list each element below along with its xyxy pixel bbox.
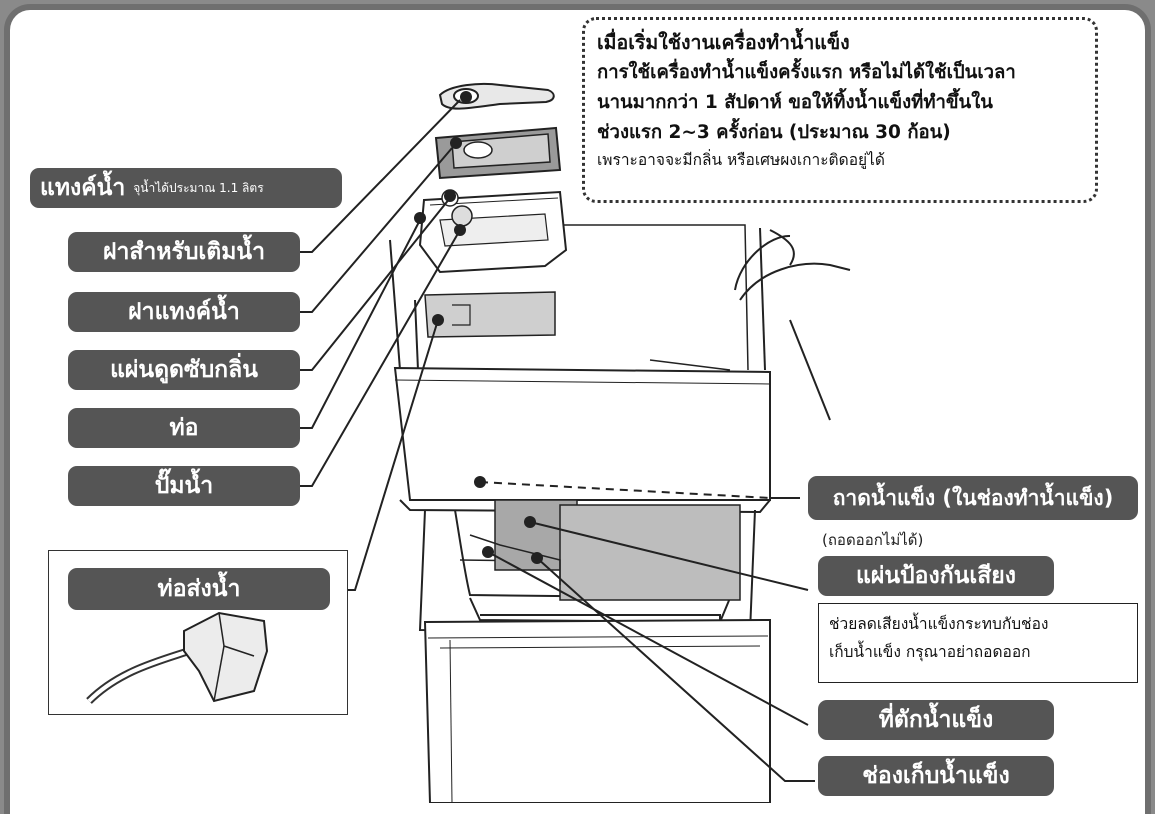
label-tank-lid: ฝาแทงค์น้ำ — [68, 292, 300, 332]
marker-ice-tray — [474, 476, 486, 488]
label-ice-scoop: ที่ตักน้ำแข็ง — [818, 700, 1054, 740]
label-feed-pipe: ท่อส่งน้ำ — [68, 568, 330, 610]
note-footnote: เพราะอาจจะมีกลิ่น หรือเศษผงเกาะติดอยู่ได… — [597, 151, 885, 169]
note-title: เมื่อเริ่มใช้งานเครื่องทำน้ำแข็ง — [597, 31, 850, 54]
note-line: ช่วงแรก 2~3 ครั้งก่อน (ประมาณ 30 ก้อน) — [597, 122, 951, 143]
label-ice-tray: ถาดน้ำแข็ง (ในช่องทำน้ำแข็ง) — [808, 476, 1138, 520]
sound-damper-note: ช่วยลดเสียงน้ำแข็งกระทบกับช่อง เก็บน้ำแข… — [818, 603, 1138, 683]
ice-tray-note: (ถอดออกไม่ได้) — [822, 531, 924, 549]
marker-feed-pipe — [432, 314, 444, 326]
note-line: การใช้เครื่องทำน้ำแข็งครั้งแรก หรือไม่ได… — [597, 62, 1016, 83]
marker-pump — [454, 224, 466, 236]
damper-note-line: ช่วยลดเสียงน้ำแข็งกระทบกับช่อง — [829, 615, 1049, 633]
label-pump: ปั๊มน้ำ — [68, 466, 300, 506]
label-water-tank: แทงค์น้ำ จุน้ำได้ประมาณ 1.1 ลิตร — [30, 168, 342, 208]
marker-deodorizer — [444, 190, 456, 202]
label-sound-damper: แผ่นป้องกันเสียง — [818, 556, 1054, 596]
label-deodorizer: แผ่นดูดซับกลิ่น — [68, 350, 300, 390]
label-water-tank-capacity: จุน้ำได้ประมาณ 1.1 ลิตร — [133, 180, 264, 195]
marker-pipe — [414, 212, 426, 224]
note-line: นานมากกว่า 1 สัปดาห์ ขอให้ทิ้งน้ำแข็งที่… — [597, 92, 993, 113]
damper-note-line: เก็บน้ำแข็ง กรุณาอย่าถอดออก — [829, 643, 1031, 661]
marker-tank-lid — [460, 91, 472, 103]
label-ice-bin: ช่องเก็บน้ำแข็ง — [818, 756, 1054, 796]
label-pipe: ท่อ — [68, 408, 300, 448]
marker-refill-lid — [450, 137, 462, 149]
feed-pipe-illustration — [86, 611, 269, 704]
label-water-tank-text: แทงค์น้ำ — [40, 175, 126, 201]
marker-scoop — [482, 546, 494, 558]
marker-bin — [531, 552, 543, 564]
label-refill-lid: ฝาสำหรับเติมน้ำ — [68, 232, 300, 272]
usage-note-box: เมื่อเริ่มใช้งานเครื่องทำน้ำแข็ง การใช้เ… — [582, 17, 1098, 203]
marker-damper — [524, 516, 536, 528]
